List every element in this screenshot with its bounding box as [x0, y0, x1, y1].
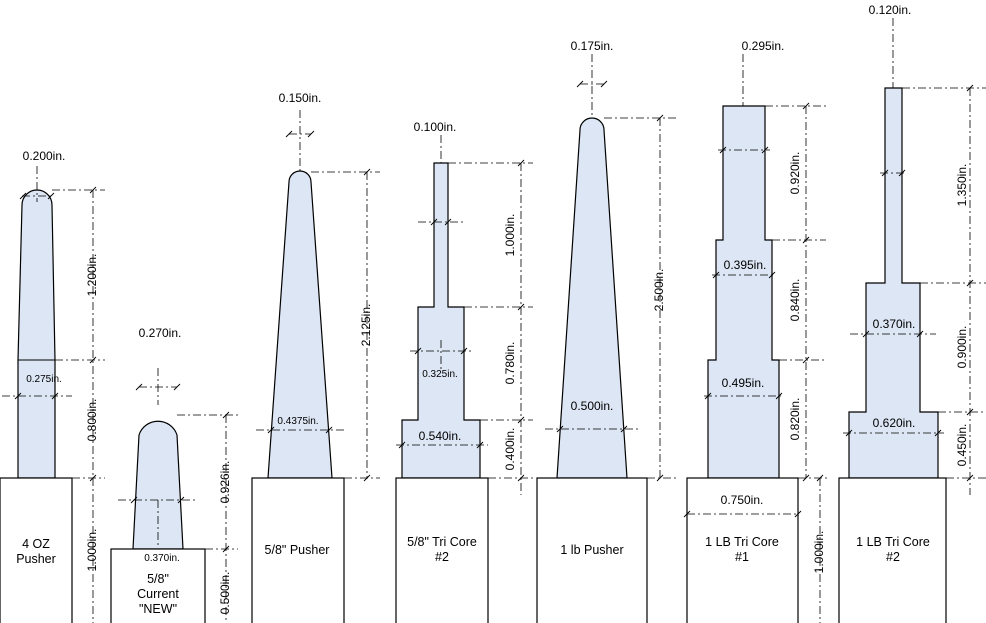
dim-1lb-tri2-len-mid: 0.900in. — [955, 326, 969, 369]
dim-current-tip: 0.270in. — [139, 326, 182, 340]
dim-1lb-tri1-base-width: 0.750in. — [721, 493, 764, 507]
dim-4oz-mid: 0.275in. — [26, 374, 62, 385]
dim-1lb-tri2-len-lower: 0.450in. — [955, 424, 969, 467]
dim-1lb-pusher-mid: 0.500in. — [571, 399, 614, 413]
pin-1lb-tri-core-1 — [707, 105, 780, 479]
part-name-5-8-pusher: 5/8" Pusher — [265, 543, 330, 557]
base-5-8-pusher — [251, 477, 345, 623]
part-5-8-pusher: 5/8" Pusher 0.150in. 0.4375in. 2.125in. — [251, 91, 380, 623]
base-5-8-tri-core — [395, 477, 489, 623]
dim-5-8-tri-mid: 0.325in. — [422, 369, 458, 380]
dim-1lb-tri2-low: 0.620in. — [873, 416, 916, 430]
dim-4oz-len-lower: 0.800in. — [85, 399, 99, 442]
dim-5-8-pusher-tip: 0.150in. — [279, 91, 322, 105]
dim-current-mid: 0.370in. — [144, 553, 180, 564]
part-5-8-tri-core-2: 5/8" Tri Core #2 0.100in. 0.325in. 0.540… — [395, 120, 533, 623]
part-name-5-8-tri-line1: 5/8" Tri Core — [407, 535, 477, 549]
part-5-8-current-new: 5/8" Current "NEW" 0.270in. 0.370in. 0.9… — [110, 326, 238, 623]
dim-1lb-pusher-tip: 0.175in. — [571, 39, 614, 53]
dim-1lb-tri1-base: 1.000in. — [812, 531, 826, 574]
dim-1lb-tri2-len-upper: 1.350in. — [955, 164, 969, 207]
dim-5-8-pusher-mid: 0.4375in. — [277, 416, 318, 427]
dim-current-len: 0.926in. — [218, 461, 232, 504]
part-1lb-pusher: 1 lb Pusher 0.175in. 0.500in. 2.500in. — [536, 39, 676, 623]
dim-1lb-tri1-mid: 0.395in. — [724, 258, 767, 272]
part-name-4oz-line1: 4 OZ — [22, 537, 50, 551]
part-name-current-line3: "NEW" — [139, 602, 177, 616]
dim-5-8-tri-len-mid: 0.780in. — [503, 342, 517, 385]
dim-1lb-tri1-len-lower: 0.820in. — [788, 398, 802, 441]
pin-4oz-pusher — [17, 189, 56, 479]
dim-1lb-tri1-len-mid: 0.840in. — [788, 279, 802, 322]
dim-4oz-tip: 0.200in. — [23, 149, 66, 163]
dim-5-8-tri-low: 0.540in. — [419, 429, 462, 443]
pin-5-8-current — [132, 420, 184, 550]
base-1lb-tri-core-1 — [686, 477, 799, 623]
dim-1lb-tri1-len-upper: 0.920in. — [788, 152, 802, 195]
base-4oz-pusher — [0, 477, 73, 623]
part-4oz-pusher: 4 OZ Pusher 0.200in. 0.275in. 1.200in. 0… — [0, 149, 105, 623]
pin-1lb-pusher — [556, 117, 628, 479]
dim-4oz-base: 1.000in. — [85, 529, 99, 572]
part-name-1lb-tri1-line1: 1 LB Tri Core — [705, 535, 779, 549]
part-name-current-line1: 5/8" — [147, 572, 169, 586]
base-5-8-current — [110, 548, 206, 623]
dim-5-8-pusher-len: 2.125in. — [359, 304, 373, 347]
part-name-1lb-pusher: 1 lb Pusher — [560, 543, 623, 557]
dim-current-base: 0.500in. — [218, 572, 232, 615]
part-1lb-tri-core-2: 1 LB Tri Core #2 0.120in. 0.370in. 0.620… — [838, 3, 986, 623]
dim-5-8-tri-tip: 0.100in. — [414, 120, 457, 134]
dim-1lb-tri2-tip: 0.120in. — [869, 3, 912, 17]
dim-5-8-tri-len-lower: 0.400in. — [503, 428, 517, 471]
part-name-1lb-tri2-line1: 1 LB Tri Core — [856, 535, 930, 549]
dim-5-8-tri-len-upper: 1.000in. — [503, 214, 517, 257]
part-name-1lb-tri2-line2: #2 — [886, 550, 900, 564]
base-1lb-tri-core-2 — [838, 477, 947, 623]
dim-4oz-len-upper: 1.200in. — [85, 254, 99, 297]
part-name-1lb-tri1-line2: #1 — [735, 550, 749, 564]
dim-1lb-tri2-mid: 0.370in. — [873, 317, 916, 331]
part-name-current-line2: Current — [137, 587, 179, 601]
dim-1lb-tri1-tip: 0.295in. — [742, 39, 785, 53]
part-1lb-tri-core-1: 1 LB Tri Core #1 0.295in. 0.395in. 0.495… — [683, 39, 830, 623]
part-name-4oz-line2: Pusher — [16, 552, 56, 566]
pin-5-8-pusher — [267, 170, 333, 479]
dim-1lb-pusher-len: 2.500in. — [652, 269, 666, 312]
part-name-5-8-tri-line2: #2 — [435, 550, 449, 564]
base-1lb-pusher — [536, 477, 648, 623]
dim-1lb-tri1-low: 0.495in. — [722, 376, 765, 390]
